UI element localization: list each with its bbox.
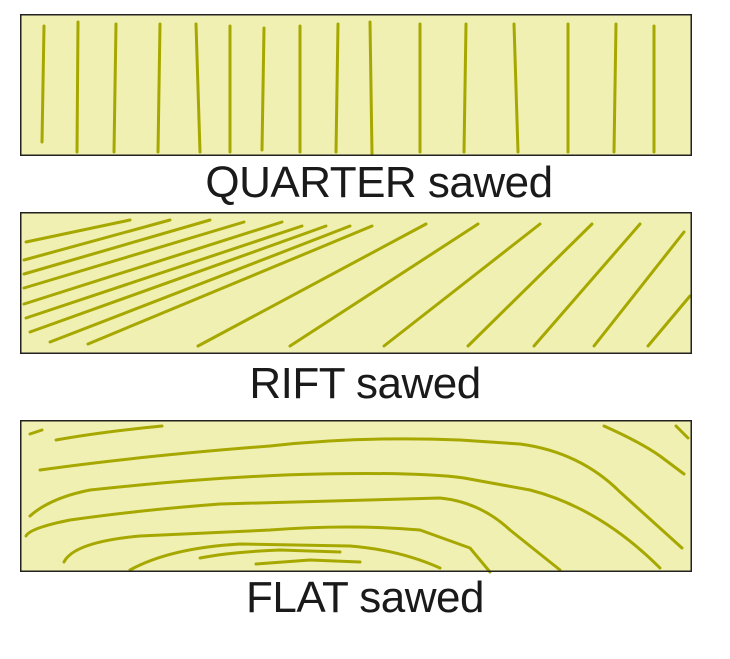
grain-line [674,424,690,440]
grain-line [24,496,562,572]
grain-line [156,22,162,154]
grain-line [512,22,520,154]
rift-grain-lines [22,218,692,348]
grain-line [288,222,480,348]
grain-line [22,220,246,290]
grain-line [28,428,44,436]
grain-line [40,24,46,144]
grain-line [334,22,340,154]
grain-line [24,218,132,244]
grain-line [194,22,202,154]
board-surface [20,420,692,572]
grain-line [260,26,266,152]
quarter-grain-lines [40,20,656,156]
grain-line [612,22,618,154]
grain-line [48,224,352,344]
grain-line [86,224,374,346]
grain-line [62,525,492,574]
rift-sawed-caption: RIFT sawed [249,359,481,408]
grain-line [28,224,328,334]
flat-sawed-board [20,420,692,574]
rift-sawed-board [20,212,692,354]
grain-line [532,222,642,348]
board-surface [20,14,692,156]
grain-line [646,294,692,348]
grain-line [382,222,542,348]
grain-line [254,558,362,566]
grain-line [198,548,342,560]
grain-line [368,20,374,156]
grain-line [28,472,662,570]
grain-line [38,437,684,550]
flat-sawed-caption: FLAT sawed [246,573,484,622]
grain-line [592,230,686,348]
quarter-sawed-caption: QUARTER sawed [205,158,553,207]
grain-line [462,22,468,154]
flat-grain-lines [24,424,690,574]
grain-line [466,222,594,348]
grain-line [22,218,212,276]
quarter-sawed-board [20,14,692,156]
grain-line [196,222,428,348]
grain-line [24,224,304,320]
grain-line [75,20,80,154]
grain-line [128,542,442,572]
grain-line [22,218,172,262]
grain-line [22,220,284,306]
grain-line [54,424,164,442]
grain-line [602,424,686,476]
grain-line [112,22,118,154]
